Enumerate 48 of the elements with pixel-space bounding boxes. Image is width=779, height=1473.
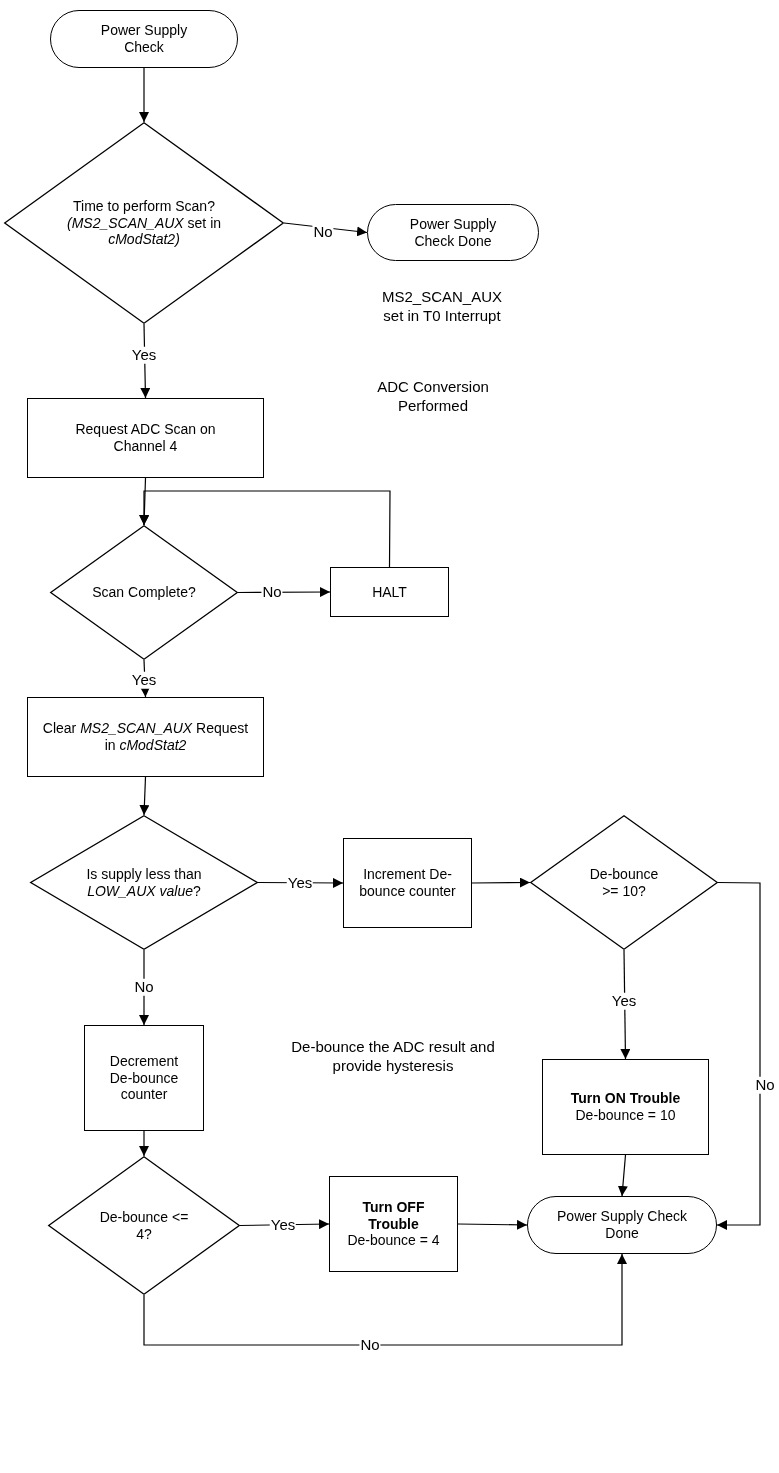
decision-diamond [530, 815, 718, 950]
node-text: Turn OFF Trouble [361, 1198, 426, 1233]
arrow [716, 881, 761, 1230]
note-text: De-bounce the ADC result and provide hysteresis [290, 1038, 496, 1076]
process-box [27, 398, 264, 478]
node-text: Power Supply Check Done [556, 1208, 688, 1242]
edge-label: Yes [130, 346, 158, 364]
node-text: Turn ON Trouble [570, 1090, 681, 1107]
edge-label: No [754, 1076, 776, 1094]
node-text: Increment De-bounce counter [358, 866, 457, 900]
arrow [139, 67, 149, 123]
note-text: MS2_SCAN_AUX set in T0 Interrupt [380, 288, 503, 326]
edge-label: No [133, 978, 155, 996]
note-text: ADC Conversion Performed [376, 378, 490, 416]
process-box [542, 1059, 709, 1155]
node-text: Decrement De-bounce counter [108, 1052, 180, 1104]
process-box [84, 1025, 204, 1131]
node-text: Time to perform Scan? (MS2_SCAN_AUX set in cModStat2) [65, 197, 223, 249]
arrow [143, 1253, 627, 1346]
node-text: De-bounce <= 4? [98, 1208, 190, 1243]
decision-diamond [4, 122, 284, 324]
edge-label: Yes [130, 671, 158, 689]
node-text: Power Supply Check Done [408, 215, 498, 250]
edge-label: Yes [610, 992, 638, 1010]
arrow [139, 776, 150, 816]
process-box [330, 567, 449, 617]
node-text: De-bounce >= 10? [588, 865, 660, 900]
arrow [139, 490, 391, 568]
arrow [139, 1130, 149, 1157]
decision-diamond [50, 525, 238, 660]
node-text: HALT [372, 583, 407, 601]
process-box [343, 838, 472, 928]
node-text: Scan Complete? [92, 584, 196, 601]
node-text: Is supply less than LOW_AUX value? [85, 865, 203, 900]
arrow [283, 222, 368, 237]
process-box [329, 1176, 458, 1272]
process-box [27, 697, 264, 777]
arrow [471, 877, 531, 888]
node-text: De-bounce = 4 [347, 1232, 440, 1250]
terminal-box [367, 204, 539, 261]
decision-diamond [48, 1156, 240, 1295]
node-text: Clear MS2_SCAN_AUX Request in cModStat2 [41, 720, 250, 754]
arrow [617, 1154, 628, 1197]
arrow [457, 1219, 528, 1230]
node-text: De-bounce = 10 [575, 1107, 676, 1124]
node-text: Request ADC Scan on Channel 4 [74, 421, 217, 455]
node-text: Power Supply Check [99, 22, 189, 56]
decision-diamond [30, 815, 258, 950]
